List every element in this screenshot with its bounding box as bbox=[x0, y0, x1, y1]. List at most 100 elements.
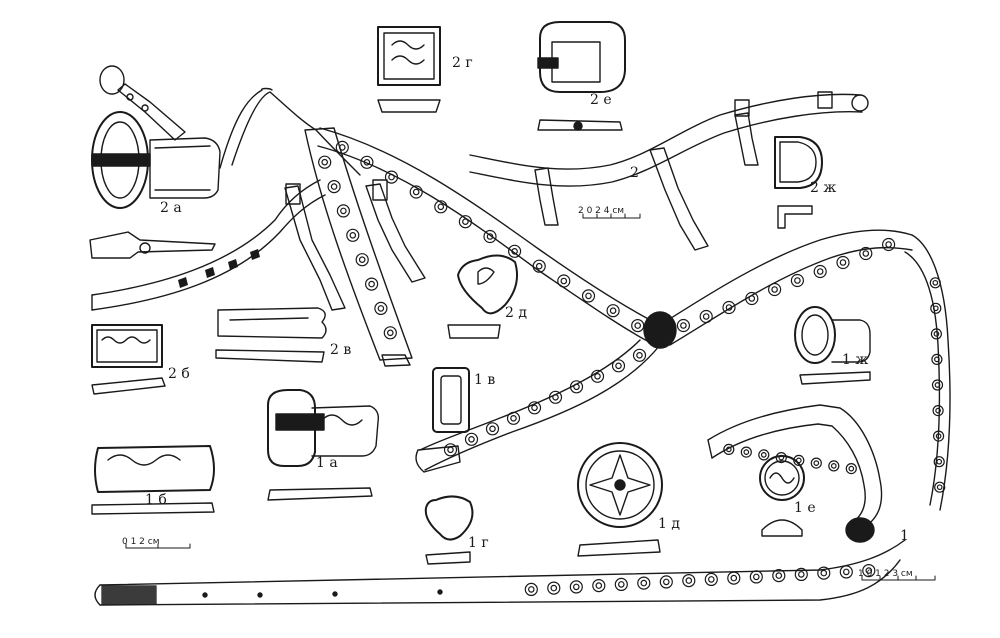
buckle-1zh bbox=[795, 307, 870, 384]
strap-rosette-center bbox=[487, 234, 492, 239]
strap-rosette bbox=[705, 573, 717, 585]
strap-rosette-center bbox=[664, 579, 669, 584]
strap-rosette-center bbox=[731, 575, 736, 580]
strap-rosette bbox=[570, 581, 582, 593]
plaque-2b bbox=[92, 325, 165, 394]
strap-rosette-center bbox=[448, 447, 453, 452]
belt-2-decorated-strap bbox=[305, 128, 412, 366]
strap-rosette-center bbox=[331, 184, 336, 189]
label-2a: 2 а bbox=[160, 200, 182, 216]
strap-rosette-center bbox=[935, 383, 940, 388]
strap-rosette bbox=[700, 311, 712, 323]
strap-rosette bbox=[776, 453, 786, 463]
label-1b: 1 б bbox=[145, 492, 167, 508]
strap-rosette bbox=[769, 284, 781, 296]
label-1g: 1 г bbox=[468, 535, 489, 551]
frame-1v bbox=[433, 368, 469, 432]
strap-rosette-center bbox=[936, 408, 941, 413]
strap-rosette bbox=[638, 577, 650, 589]
strap-rosette-center bbox=[635, 323, 640, 328]
strap-rosette bbox=[366, 278, 378, 290]
strap-rosette-center bbox=[619, 582, 624, 587]
belt-2-strap-main bbox=[220, 89, 360, 176]
strap-end-2a-top bbox=[100, 66, 185, 140]
belt-bottom-long bbox=[95, 540, 905, 605]
strap-rosette bbox=[723, 302, 735, 314]
strap-rosette-center bbox=[934, 306, 939, 311]
strap-rosette-center bbox=[866, 568, 871, 573]
strap-rosette-center bbox=[511, 416, 516, 421]
strap-rosette bbox=[677, 320, 689, 332]
strap-rosette bbox=[795, 568, 807, 580]
strap-rosette-center bbox=[818, 269, 823, 274]
strap-rosette bbox=[356, 254, 368, 266]
strap-rosette-center bbox=[641, 580, 646, 585]
strap-rosette-center bbox=[935, 357, 940, 362]
strap-rosette-center bbox=[934, 332, 939, 337]
belt-2-hanger-straps bbox=[285, 180, 425, 310]
strap-rosette bbox=[550, 391, 562, 403]
label-2g: 2 г bbox=[452, 55, 473, 71]
strap-rosette bbox=[410, 186, 422, 198]
strap-rosette bbox=[931, 303, 941, 313]
strap-rosette-center bbox=[616, 363, 621, 368]
strap-rosette bbox=[583, 290, 595, 302]
strap-rosette bbox=[728, 572, 740, 584]
plaque-2d bbox=[448, 255, 517, 338]
strap-rosette-center bbox=[389, 174, 394, 179]
strap-rosette bbox=[328, 181, 340, 193]
scale-bar-1 bbox=[583, 214, 640, 218]
strap-rosette-center bbox=[795, 278, 800, 283]
strap-rosette-center bbox=[797, 458, 802, 463]
strap-rosette-center bbox=[937, 459, 942, 464]
strap-rosette-center bbox=[727, 447, 732, 452]
strap-rosette bbox=[632, 320, 644, 332]
strap-rosette bbox=[361, 156, 373, 168]
belt-1-diagonal-rosette-strap bbox=[318, 128, 660, 345]
buckle-2e bbox=[538, 22, 625, 130]
strap-rosette bbox=[319, 156, 331, 168]
strap-rosette-center bbox=[438, 204, 443, 209]
scale-bar-3 bbox=[862, 576, 935, 580]
strap-rosette-center bbox=[637, 353, 642, 358]
strap-rosette bbox=[931, 329, 941, 339]
strap-rosette-center bbox=[532, 405, 537, 410]
strap-rosette-center bbox=[686, 578, 691, 583]
strap-rosette bbox=[459, 216, 471, 228]
strap-rosette-center bbox=[490, 426, 495, 431]
strap-rosette bbox=[509, 245, 521, 257]
strap-rosette-center bbox=[388, 330, 393, 335]
label-2: 2 bbox=[630, 165, 639, 181]
strap-rosette bbox=[818, 567, 830, 579]
strap-rosette bbox=[533, 260, 545, 272]
strap-rosette-center bbox=[595, 374, 600, 379]
scale-label-3: 1 0 1 2 3 см bbox=[858, 569, 913, 579]
strap-rosette-center bbox=[799, 572, 804, 577]
scale-bar-2 bbox=[126, 544, 190, 548]
label-2d: 2 д bbox=[505, 305, 527, 321]
belt-1-hook-strap bbox=[708, 405, 882, 530]
strap-tip-2a-side bbox=[90, 232, 215, 258]
strap-rosette-center bbox=[574, 384, 579, 389]
label-1d: 1 д bbox=[658, 516, 680, 532]
plaque-1d bbox=[578, 443, 662, 556]
strap-rosette-center bbox=[863, 251, 868, 256]
strap-rosette-center bbox=[322, 160, 327, 165]
strap-rosette-center bbox=[772, 287, 777, 292]
strap-rosette-center bbox=[814, 461, 819, 466]
strap-rosette bbox=[846, 464, 856, 474]
strap-rosette bbox=[613, 360, 625, 372]
strap-rosette bbox=[791, 275, 803, 287]
strap-rosette-center bbox=[933, 281, 938, 286]
strap-rosette bbox=[484, 231, 496, 243]
strap-rosette-center bbox=[610, 308, 615, 313]
strap-rosette bbox=[435, 201, 447, 213]
strap-rosette bbox=[466, 433, 478, 445]
strap-rosette-center bbox=[762, 453, 767, 458]
belt-2-right-pendants bbox=[535, 113, 758, 250]
strap-rosette-center bbox=[779, 455, 784, 460]
plaque-2zh bbox=[775, 137, 822, 228]
strap-rosette bbox=[571, 381, 583, 393]
